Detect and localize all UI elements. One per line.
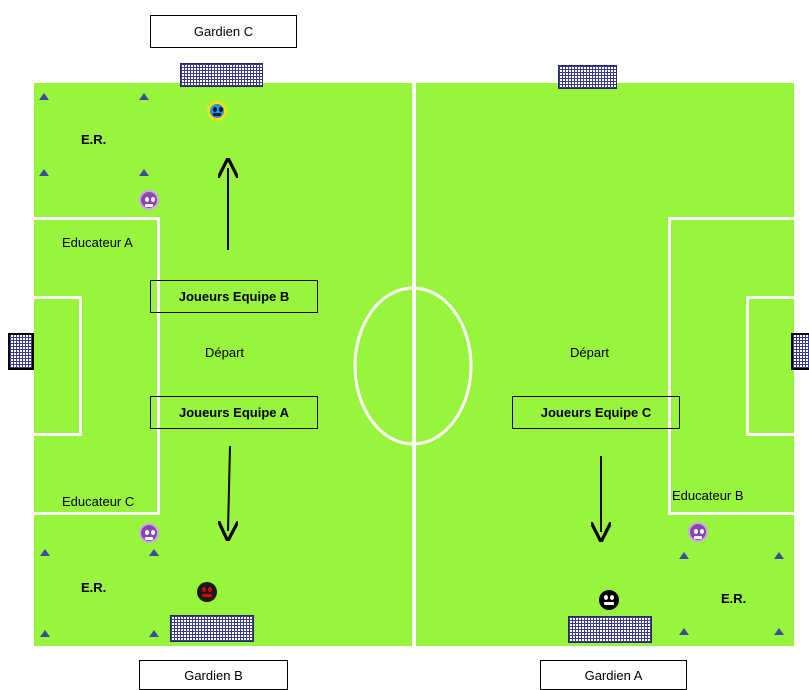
cone-icon	[774, 628, 784, 635]
left-penalty-top-line	[34, 217, 160, 220]
gardien-c-label: Gardien C	[150, 15, 297, 48]
left-side-goal-net-icon	[8, 333, 34, 370]
left-goal-area-top	[34, 296, 82, 299]
educateur-a-label: Educateur A	[62, 235, 133, 250]
arrow-icon	[228, 445, 230, 531]
cone-icon	[679, 628, 689, 635]
bottom-left-goal-net-icon	[170, 615, 254, 642]
joueurs-equipe-a-label: Joueurs Equipe A	[150, 396, 318, 429]
player-purple-icon	[139, 523, 159, 543]
cone-icon	[679, 552, 689, 559]
cone-icon	[139, 93, 149, 100]
player-purple-icon	[139, 190, 159, 210]
bottom-right-goal-net-icon	[568, 616, 652, 643]
left-penalty-side-line	[157, 217, 160, 515]
er-bottom-left-label: E.R.	[81, 580, 107, 595]
player-black-icon	[599, 590, 619, 610]
depart-left-label: Départ	[205, 345, 245, 360]
left-goal-area-side	[79, 296, 82, 436]
educateur-b-label: Educateur B	[672, 488, 744, 503]
cone-icon	[139, 169, 149, 176]
right-goal-area-top	[746, 296, 794, 299]
right-penalty-bottom-line	[668, 512, 794, 515]
cone-icon	[40, 549, 50, 556]
gardien-b-label: Gardien B	[139, 660, 288, 690]
depart-right-label: Départ	[570, 345, 610, 360]
player-purple-icon	[688, 522, 708, 542]
cone-icon	[40, 630, 50, 637]
top-left-goal-net-icon	[180, 63, 263, 87]
cone-icon	[774, 552, 784, 559]
right-penalty-side-line	[668, 217, 671, 515]
cone-icon	[149, 549, 159, 556]
cone-icon	[149, 630, 159, 637]
right-field	[416, 83, 794, 646]
cone-icon	[39, 93, 49, 100]
educateur-c-label: Educateur C	[62, 494, 135, 509]
right-side-goal-net-icon	[791, 333, 809, 370]
right-goal-area-side	[746, 296, 749, 436]
left-goal-area-bottom	[34, 433, 82, 436]
center-circle	[353, 286, 473, 446]
left-penalty-bottom-line	[34, 512, 160, 515]
cone-icon	[39, 169, 49, 176]
right-penalty-top-line	[668, 217, 794, 220]
top-right-goal-net-icon	[558, 65, 617, 89]
joueurs-equipe-b-label: Joueurs Equipe B	[150, 280, 318, 313]
right-goal-area-bottom	[746, 433, 794, 436]
player-blue-icon	[207, 101, 227, 121]
gardien-a-label: Gardien A	[540, 660, 687, 690]
joueurs-equipe-c-label: Joueurs Equipe C	[512, 396, 680, 429]
er-bottom-right-label: E.R.	[721, 591, 747, 606]
player-red-icon	[197, 582, 217, 602]
er-top-left-label: E.R.	[81, 132, 107, 147]
